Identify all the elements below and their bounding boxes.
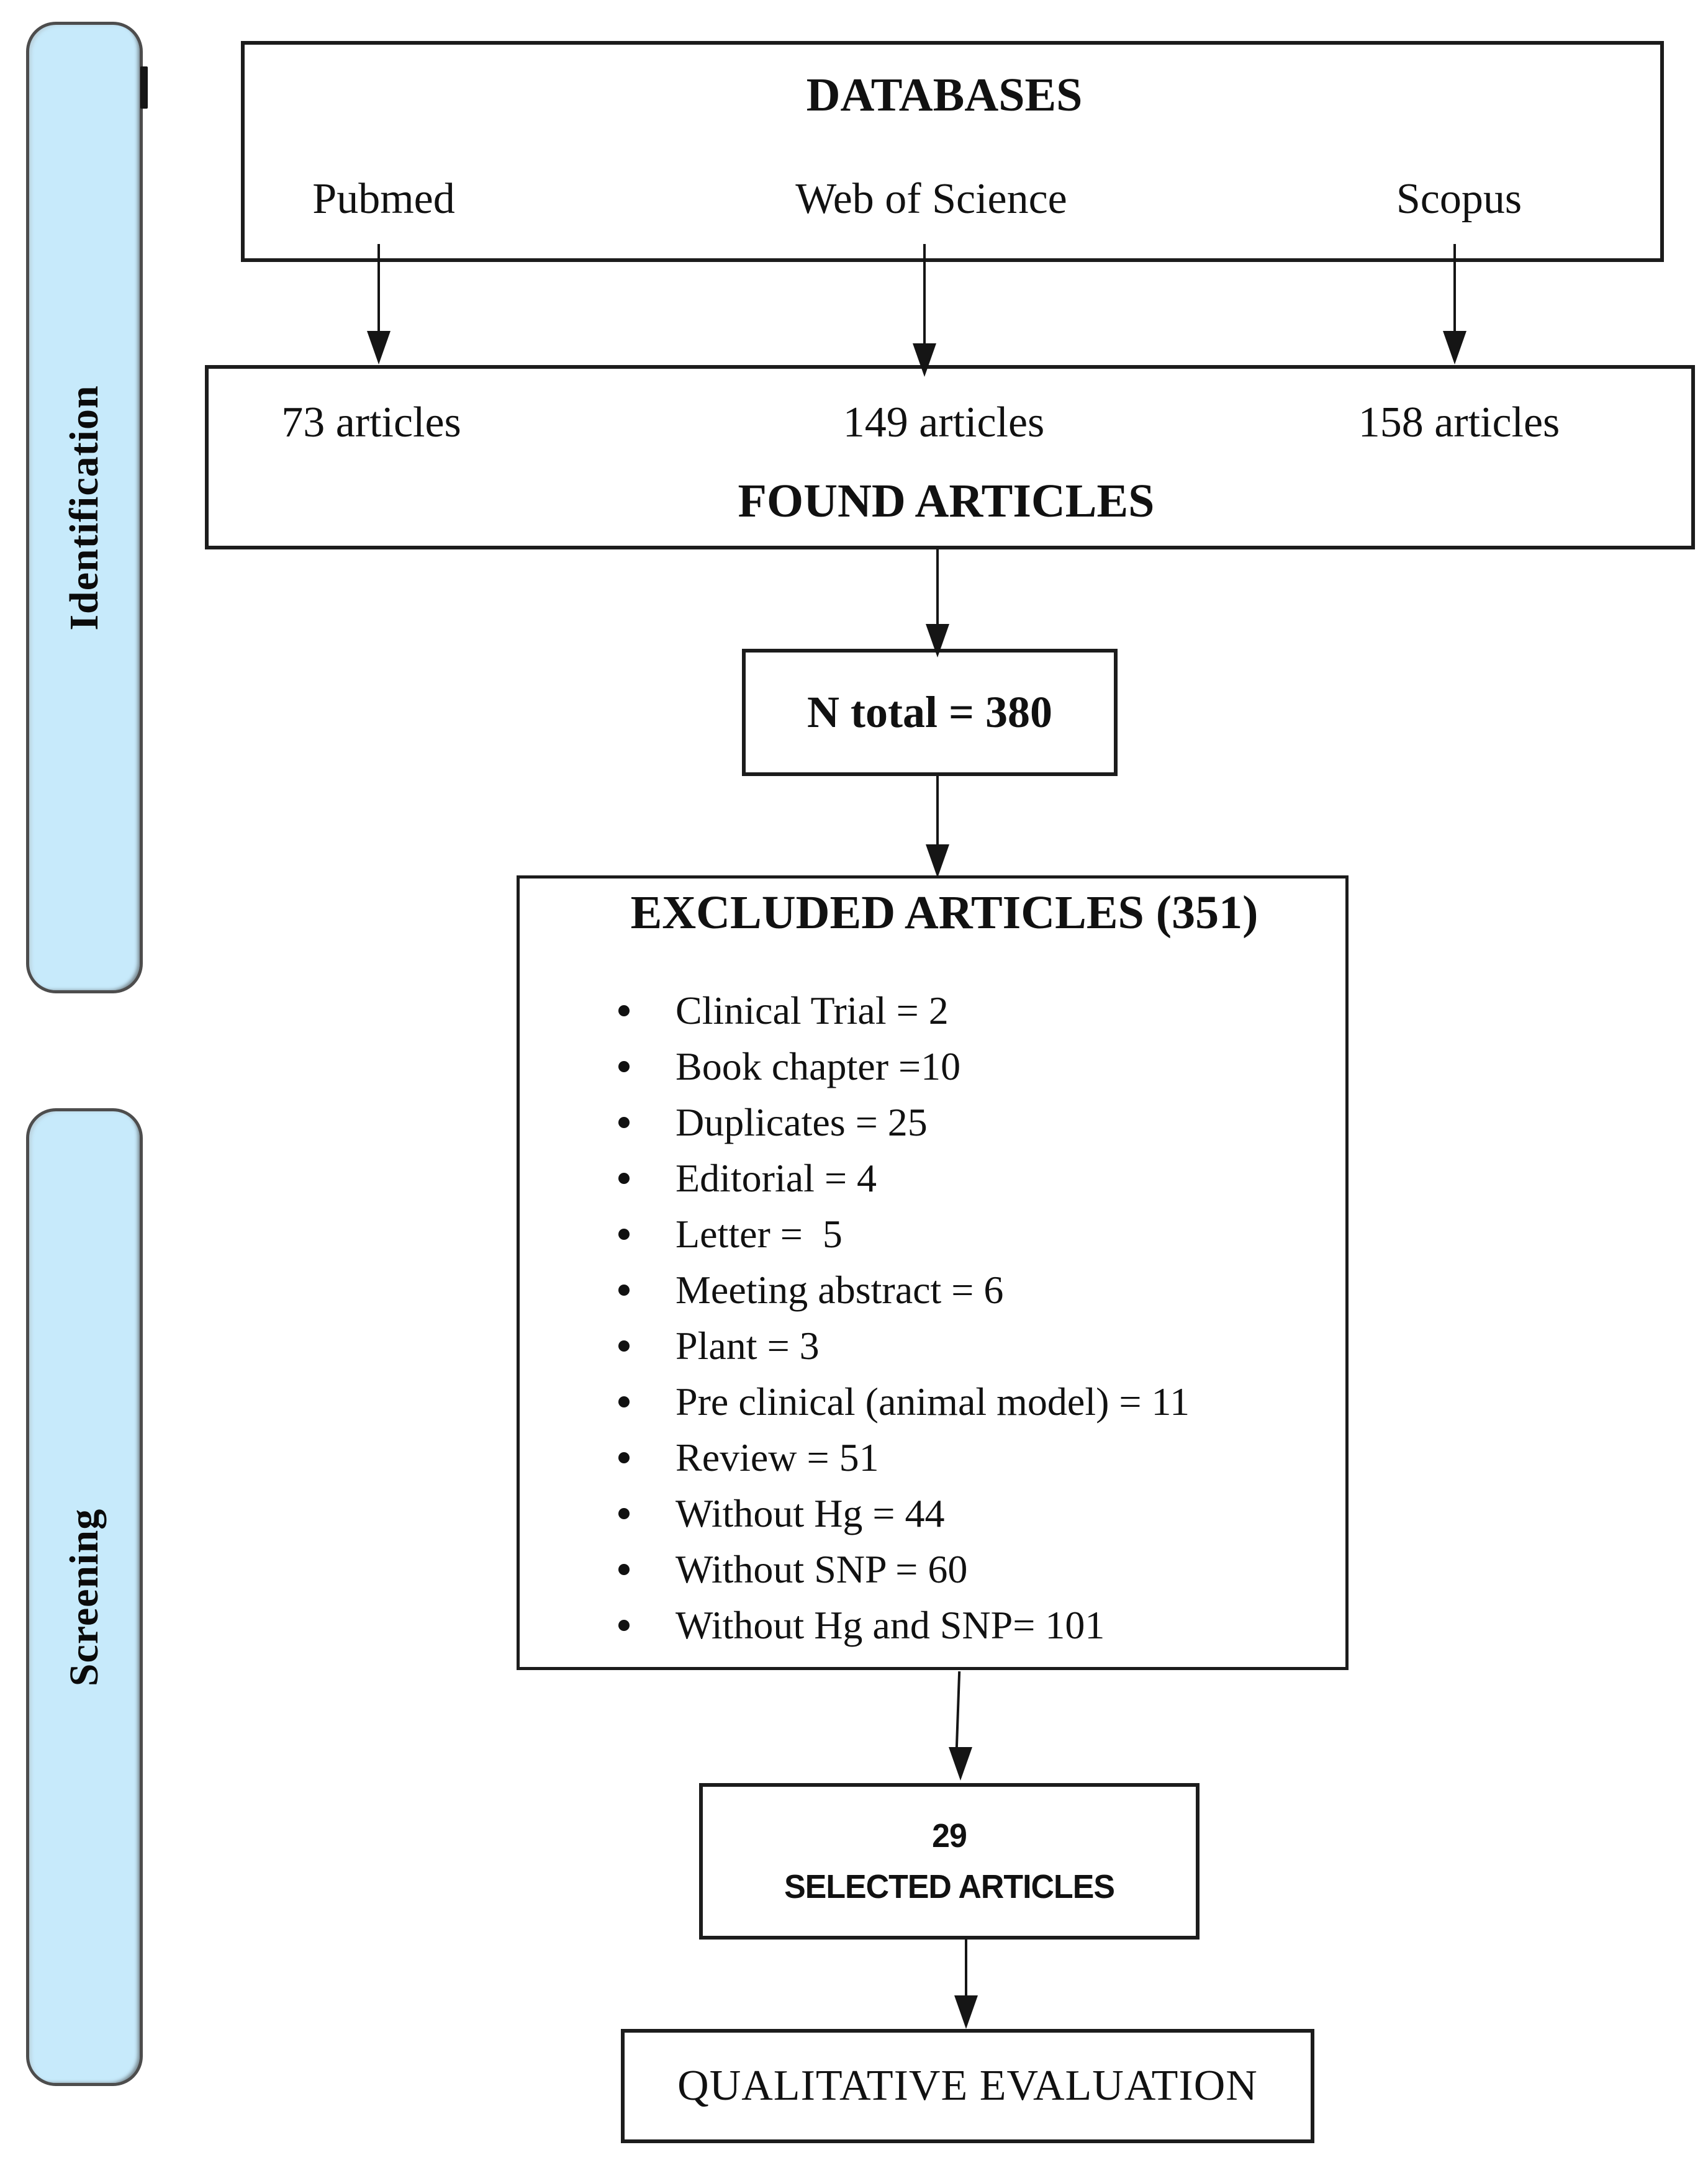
qualitative-evaluation-box: QUALITATIVE EVALUATION bbox=[621, 2029, 1314, 2143]
bullet-icon bbox=[618, 1117, 630, 1128]
excluded-reason: Duplicates = 25 bbox=[676, 1100, 928, 1144]
list-item: Letter = 5 bbox=[618, 1206, 1326, 1262]
list-item: Without SNP = 60 bbox=[618, 1542, 1326, 1597]
count-scopus-articles: 158 articles bbox=[1358, 399, 1560, 446]
arrow-head-pubmed-to-found bbox=[367, 331, 391, 364]
bullet-icon bbox=[618, 1005, 630, 1016]
bullet-icon bbox=[618, 1061, 630, 1072]
excluded-reason: Without Hg = 44 bbox=[676, 1491, 945, 1535]
list-item: Duplicates = 25 bbox=[618, 1095, 1326, 1150]
count-pubmed-articles: 73 articles bbox=[281, 399, 461, 446]
excluded-reason: Plant = 3 bbox=[676, 1324, 820, 1368]
list-item: Without Hg = 44 bbox=[618, 1486, 1326, 1542]
list-item: Book chapter =10 bbox=[618, 1039, 1326, 1095]
arrow-head-excluded-to-selected bbox=[949, 1747, 972, 1781]
arrow-head-selected-to-evaluation bbox=[954, 1995, 978, 2029]
excluded-reason: Meeting abstract = 6 bbox=[676, 1268, 1004, 1312]
arrow-line-excluded-to-selected bbox=[955, 1671, 961, 1749]
source-label-scopus: Scopus bbox=[1396, 175, 1522, 223]
excluded-reason: Book chapter =10 bbox=[676, 1044, 961, 1088]
bullet-icon bbox=[618, 1452, 630, 1463]
bullet-icon bbox=[618, 1620, 630, 1631]
arrow-line-found-to-total bbox=[936, 549, 939, 625]
arrow-line-scopus-to-found bbox=[1453, 244, 1456, 332]
list-item: Clinical Trial = 2 bbox=[618, 983, 1326, 1039]
source-label-pubmed: Pubmed bbox=[312, 175, 455, 223]
found-articles-box bbox=[205, 365, 1695, 549]
list-item: Editorial = 4 bbox=[618, 1150, 1326, 1206]
bullet-icon bbox=[618, 1285, 630, 1296]
selected-articles-box: 29 SELECTED ARTICLES bbox=[699, 1783, 1200, 1940]
excluded-reason: Editorial = 4 bbox=[676, 1156, 877, 1200]
bullet-icon bbox=[618, 1508, 630, 1519]
arrow-line-pubmed-to-found bbox=[377, 244, 380, 332]
list-item: Plant = 3 bbox=[618, 1318, 1326, 1374]
stage-label-screening: Screening bbox=[61, 1508, 107, 1686]
databases-box bbox=[241, 41, 1664, 262]
bullet-icon bbox=[618, 1564, 630, 1575]
list-item: Pre clinical (animal model) = 11 bbox=[618, 1374, 1326, 1430]
bullet-icon bbox=[618, 1396, 630, 1407]
excluded-reasons-list: Clinical Trial = 2 Book chapter =10 Dupl… bbox=[618, 983, 1326, 1653]
databases-title: DATABASES bbox=[806, 69, 1083, 121]
ink-artifact-tab bbox=[140, 66, 148, 109]
source-label-web-of-science: Web of Science bbox=[795, 175, 1067, 223]
stage-band-screening: Screening bbox=[26, 1108, 143, 2086]
arrow-head-found-to-total bbox=[926, 624, 949, 657]
stage-band-identification: Identification bbox=[26, 22, 143, 993]
list-item: Without Hg and SNP= 101 bbox=[618, 1597, 1326, 1653]
list-item: Meeting abstract = 6 bbox=[618, 1262, 1326, 1318]
excluded-reason: Without Hg and SNP= 101 bbox=[676, 1603, 1105, 1647]
excluded-reason: Pre clinical (animal model) = 11 bbox=[676, 1380, 1190, 1424]
excluded-articles-title: EXCLUDED ARTICLES (351) bbox=[630, 887, 1258, 939]
selected-articles-label: SELECTED ARTICLES bbox=[784, 1868, 1115, 1905]
bullet-icon bbox=[618, 1340, 630, 1352]
qualitative-evaluation-label: QUALITATIVE EVALUATION bbox=[677, 2062, 1258, 2110]
excluded-reason: Without SNP = 60 bbox=[676, 1547, 968, 1591]
arrow-head-wos-to-found bbox=[913, 343, 936, 377]
arrow-line-selected-to-evaluation bbox=[965, 1940, 967, 1997]
selected-count: 29 bbox=[932, 1817, 967, 1854]
arrow-head-scopus-to-found bbox=[1443, 331, 1466, 364]
bullet-icon bbox=[618, 1229, 630, 1240]
stage-label-identification: Identification bbox=[61, 384, 107, 631]
excluded-reason: Review = 51 bbox=[676, 1435, 879, 1479]
arrow-head-total-to-excluded bbox=[926, 844, 949, 878]
count-web-of-science-articles: 149 articles bbox=[843, 399, 1045, 446]
excluded-articles-box bbox=[517, 875, 1349, 1670]
n-total-box: N total = 380 bbox=[742, 649, 1118, 776]
list-item: Review = 51 bbox=[618, 1430, 1326, 1486]
found-articles-title: FOUND ARTICLES bbox=[738, 475, 1155, 527]
arrow-line-wos-to-found bbox=[923, 244, 926, 345]
n-total-label: N total = 380 bbox=[807, 687, 1052, 737]
bullet-icon bbox=[618, 1173, 630, 1184]
excluded-reason: Letter = 5 bbox=[676, 1212, 843, 1256]
excluded-reason: Clinical Trial = 2 bbox=[676, 988, 949, 1032]
arrow-line-total-to-excluded bbox=[936, 776, 939, 846]
